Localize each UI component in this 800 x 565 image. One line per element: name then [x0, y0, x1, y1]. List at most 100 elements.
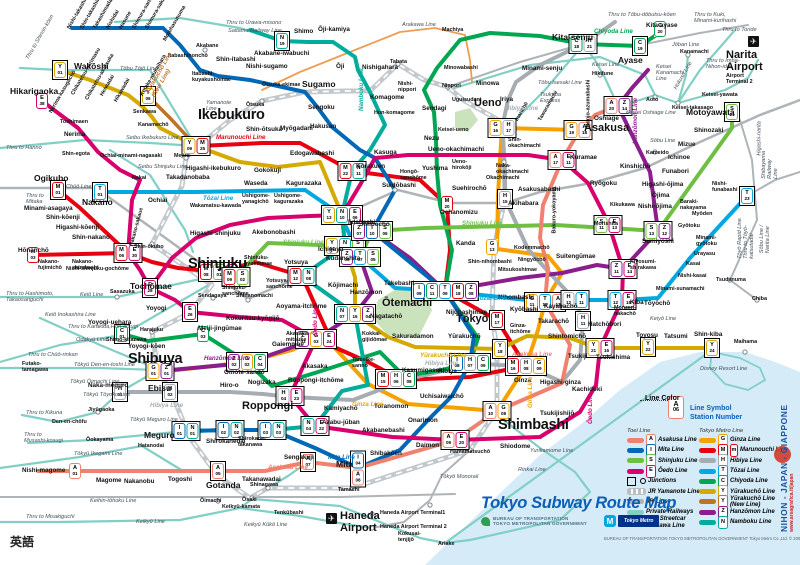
transfer-circle: [369, 511, 375, 517]
legend-line-chip: [699, 489, 716, 495]
line-Disney Resort Line: [709, 351, 766, 391]
transfer-circle: [727, 277, 733, 283]
legend-row: JR Line: [627, 497, 727, 507]
legend-line-chip: [699, 499, 716, 505]
legend-line-name: Chiyoda Line: [730, 478, 768, 485]
legend-line-name: Yūrakuchō Line: [730, 488, 776, 495]
line-Asakusa Line: [36, 104, 620, 473]
legend-line-name: Hanzōmon Line: [730, 509, 775, 516]
line-Tōkyō Monorail: [371, 449, 471, 529]
transfer-circle: [597, 72, 603, 78]
transfer-circle: [183, 155, 189, 161]
tokyo-metro-logo: M Tokyo Metro: [603, 515, 660, 527]
legend-line-chip: [627, 458, 644, 464]
legend-line-chip: [699, 509, 716, 515]
line-Mita Line: [70, 26, 476, 470]
transfer-circle: [265, 485, 271, 491]
legend-line-chip: [627, 499, 644, 505]
transfer-circle: [395, 61, 401, 67]
watermark-title: NIHON - JAPAN - GIAPPONE: [779, 404, 789, 532]
line-JR Keihin-tōhoku Line: [0, 493, 456, 498]
transfer-circle: [427, 502, 433, 508]
line-Seibu Shinjuku Line: [108, 148, 195, 254]
transfer-circle: [501, 159, 507, 165]
ueno-park: [455, 108, 478, 132]
legend-label-line-symbol: Line Symbol: [690, 405, 732, 412]
legend-line-name: Private Railways: [646, 509, 694, 516]
transfer-circle: [95, 409, 101, 415]
legend-line-name: Asakusa Line: [658, 437, 697, 444]
junction-icon: [627, 476, 636, 486]
line-Ōedo Line: [40, 99, 625, 442]
transfer-circle: [742, 349, 748, 355]
legend-line-chip: [699, 478, 716, 484]
title-block: Tokyo Subway Route Map BUREAU OF TRANSPO…: [481, 494, 676, 527]
line-Keiō Inokashira Line: [38, 316, 157, 370]
transfer-circle: [245, 297, 251, 303]
legend-line-symbol: N: [718, 516, 728, 530]
line-Tōkyū Tōyoko Line: [20, 368, 160, 424]
transfer-circle: [114, 294, 120, 300]
line-Keiō Line: [0, 276, 207, 299]
line-Marunouchi Branch Line: [31, 251, 130, 257]
tokyo-metro-m-icon: M: [603, 515, 616, 527]
legend-line-chip: [699, 437, 716, 443]
transfer-circle: [675, 100, 681, 106]
transfer-circle: [467, 447, 473, 453]
legend-line-name: JR Yamanote Line: [648, 488, 700, 495]
site-watermark: NIHON - JAPAN - GIAPPONE www.areagrafica…: [779, 382, 795, 532]
watermark-url: www.areagrafica.it/japan: [789, 473, 795, 532]
transfer-circle: [652, 149, 658, 155]
legend-sample: A 06: [668, 396, 684, 419]
line-Chiyoda Line: [120, 29, 664, 388]
legend-line-name: Shinjuku Line: [658, 457, 698, 464]
line-Seibu Ikebukuro Line: [0, 138, 198, 150]
transfer-circle: [369, 525, 375, 531]
transfer-circle: [445, 84, 451, 90]
line-Keisei Line: [446, 55, 760, 105]
legend-line-chip: [699, 520, 716, 526]
transfer-circle: [249, 495, 255, 501]
sample-station-badge: A 06: [668, 396, 684, 419]
copyright-line: BUREAU OF TRANSPORTATION TOKYO METROPOLI…: [604, 536, 800, 541]
bureau-text: BUREAU OF TRANSPORTATION TOKYO METROPOLI…: [493, 516, 587, 527]
legend-label-station-number: Station Number: [690, 414, 743, 421]
line-Tōbu Tōjō Line: [18, 66, 198, 148]
tmg-leaf-icon: [481, 516, 490, 526]
legend-line-chip: [627, 437, 644, 443]
line-Tōkyū Ikegami Line: [0, 444, 185, 473]
legend-line-name: Mita Line: [658, 447, 685, 454]
legend-line-chip: [699, 458, 716, 464]
line-Marunouchi Line: [56, 141, 528, 382]
legend-line-name: Hibiya Line: [730, 457, 763, 464]
line-Keisei Kanamachi Line: [676, 53, 690, 105]
line-Tōzai Line: [98, 188, 749, 304]
line-Keikyū Line: [0, 460, 310, 524]
legend-line-chip: [627, 447, 644, 453]
legend-line-chip: [627, 509, 644, 515]
legend-line-chip: [699, 447, 716, 453]
transfer-circle: [392, 187, 398, 193]
legend-line-symbol: E: [646, 464, 656, 478]
legend-line-chip: [627, 468, 644, 474]
transfer-circle: [202, 47, 208, 53]
legend-line-name: Ginza Line: [730, 437, 761, 444]
legend-row: Junctions: [627, 476, 727, 486]
legend-line-name: Namboku Line: [730, 519, 772, 526]
legend-line-name: Yūrakuchō Line (New Line): [730, 495, 776, 508]
legend-line-name: Ōedo Line: [658, 467, 688, 474]
legend-line-name: Junctions: [648, 478, 677, 485]
line-Keikyū Kūkō Line: [238, 506, 374, 530]
watermark-sun-icon: [774, 446, 791, 463]
legend-line-name: Tōzai Line: [730, 467, 760, 474]
legend-label-line-color: Line Color: [645, 395, 680, 402]
line-JR Sōbu / Narita Line: [729, 119, 758, 301]
legend-leader-line: [640, 400, 668, 401]
transfer-circle: [754, 297, 760, 303]
sample-station-number: 06: [672, 407, 680, 414]
